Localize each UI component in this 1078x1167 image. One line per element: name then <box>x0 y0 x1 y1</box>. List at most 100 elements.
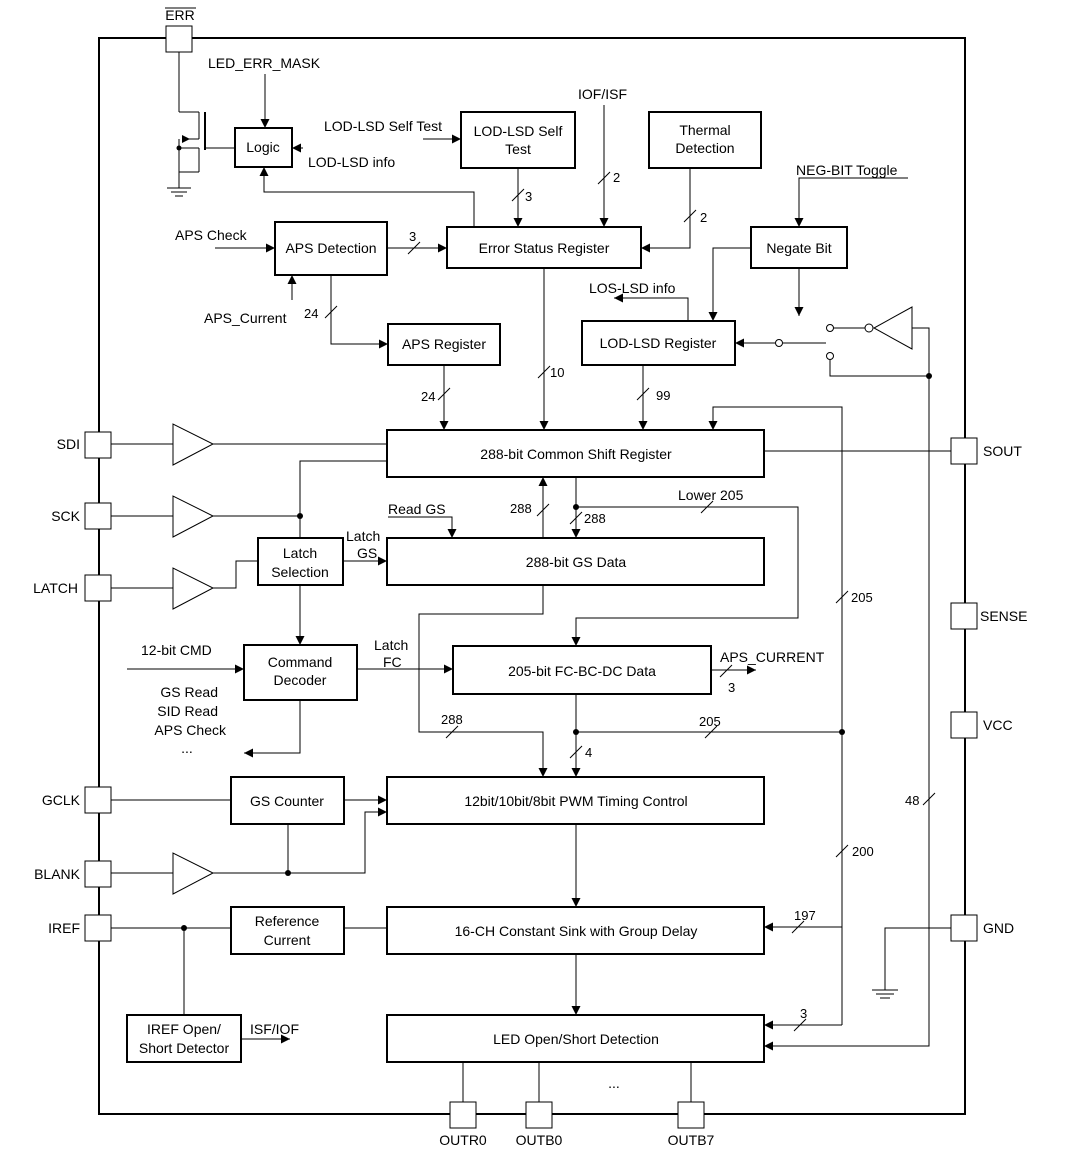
latch-gs-label-2: GS <box>357 545 377 561</box>
bus-width-esr-out: 10 <box>550 365 564 380</box>
svg-text:12bit/10bit/8bit PWM Timing Co: 12bit/10bit/8bit PWM Timing Control <box>464 793 687 809</box>
pin-sck: SCK <box>51 502 112 530</box>
pin-sck-label: SCK <box>51 508 80 524</box>
bus-width-205-right: 205 <box>851 590 873 605</box>
lower-205-label: Lower 205 <box>678 487 744 503</box>
svg-text:LED Open/Short Detection: LED Open/Short Detection <box>493 1031 659 1047</box>
pin-vcc: VCC <box>950 711 1013 739</box>
block-logic: Logic <box>234 127 293 168</box>
isf-iof-label: ISF/IOF <box>250 1021 299 1037</box>
svg-text:Current: Current <box>264 932 311 948</box>
sck-buffer-icon <box>172 495 215 538</box>
block-gs-data: 288-bit GS Data <box>386 537 765 586</box>
bus-width-aps-current-out: 3 <box>728 680 735 695</box>
pin-blank: BLANK <box>34 860 112 888</box>
svg-text:APS Register: APS Register <box>402 336 486 352</box>
svg-text:APS Detection: APS Detection <box>285 240 376 256</box>
latch-gs-label-1: Latch <box>346 528 380 544</box>
svg-text:LOD-LSD Self: LOD-LSD Self <box>474 123 563 139</box>
svg-text:Latch: Latch <box>283 545 317 561</box>
bus-width-selftest: 3 <box>525 189 532 204</box>
iof-isf-label: IOF/ISF <box>578 86 627 102</box>
pin-vcc-label: VCC <box>983 717 1013 733</box>
block-iref-detector: IREF Open/ Short Detector <box>126 1014 242 1063</box>
pin-sdi: SDI <box>57 431 112 459</box>
block-latch-selection: Latch Selection <box>257 537 344 586</box>
pin-sout-label: SOUT <box>983 443 1022 459</box>
block-lodlsd-selftest: LOD-LSD Self Test <box>460 111 576 169</box>
block-shift-register: 288-bit Common Shift Register <box>386 429 765 478</box>
svg-text:Reference: Reference <box>255 913 320 929</box>
pin-sense: SENSE <box>950 602 1027 630</box>
pin-err: ERR <box>165 7 196 53</box>
latch-buffer-icon <box>172 567 215 610</box>
bus-width-gs-up: 288 <box>510 501 532 516</box>
bus-width-thermal: 2 <box>700 210 707 225</box>
block-aps-register: APS Register <box>387 323 501 366</box>
blank-buffer-icon <box>172 852 215 895</box>
svg-text:288-bit Common Shift Register: 288-bit Common Shift Register <box>480 446 672 462</box>
svg-text:IREF Open/: IREF Open/ <box>147 1021 221 1037</box>
sdi-buffer-icon <box>172 423 215 466</box>
pin-sdi-label: SDI <box>57 436 80 452</box>
bus-width-gs-down: 288 <box>584 511 606 526</box>
pin-latch-label: LATCH <box>33 580 78 596</box>
pin-outr0: OUTR0 <box>439 1101 487 1148</box>
svg-text:Short Detector: Short Detector <box>139 1040 230 1056</box>
latch-fc-label-1: Latch <box>374 637 408 653</box>
svg-text:Decoder: Decoder <box>274 672 327 688</box>
svg-text:LOD-LSD Register: LOD-LSD Register <box>600 335 717 351</box>
read-gs-label: Read GS <box>388 501 446 517</box>
pin-blank-label: BLANK <box>34 866 81 882</box>
bus-width-labels: 3 2 2 3 24 10 24 99 288 288 205 3 288 20… <box>304 170 919 1021</box>
pin-gnd: GND <box>950 914 1014 942</box>
pin-iref-label: IREF <box>48 920 80 936</box>
bus-width-led-det: 3 <box>800 1006 807 1021</box>
svg-text:Negate Bit: Negate Bit <box>766 240 831 256</box>
aps-check-label: APS Check <box>175 227 248 243</box>
block-negate-bit: Negate Bit <box>750 226 848 269</box>
svg-text:205-bit FC-BC-DC Data: 205-bit FC-BC-DC Data <box>508 663 656 679</box>
bus-width-48: 48 <box>905 793 919 808</box>
pin-err-label: ERR <box>165 7 195 23</box>
block-pwm-timing-control: 12bit/10bit/8bit PWM Timing Control <box>386 776 765 825</box>
pin-outb7: OUTB7 <box>668 1101 715 1148</box>
svg-text:Command: Command <box>268 654 333 670</box>
bus-width-fc-right: 205 <box>699 714 721 729</box>
pin-sense-label: SENSE <box>980 608 1027 624</box>
block-gs-counter: GS Counter <box>230 776 345 825</box>
cmd-12bit-label: 12-bit CMD <box>141 642 212 658</box>
neg-bit-toggle-label: NEG-BIT Toggle <box>796 162 898 178</box>
block-fc-bc-dc-data: 205-bit FC-BC-DC Data <box>452 645 712 695</box>
pin-sout: SOUT <box>950 437 1022 465</box>
led-err-mask-label: LED_ERR_MASK <box>208 55 321 71</box>
svg-text:Test: Test <box>505 141 531 157</box>
svg-text:Logic: Logic <box>246 139 279 155</box>
pin-outr0-label: OUTR0 <box>439 1132 487 1148</box>
pin-outb7-label: OUTB7 <box>668 1132 715 1148</box>
svg-text:Detection: Detection <box>675 140 734 156</box>
lodlsd-info-label: LOD-LSD info <box>308 154 395 170</box>
block-led-detection: LED Open/Short Detection <box>386 1014 765 1063</box>
bus-width-iof-isf: 2 <box>613 170 620 185</box>
bus-width-gs-to-pwm: 288 <box>441 712 463 727</box>
bus-width-fc-to-pwm: 4 <box>585 745 592 760</box>
outputs-ellipsis: ... <box>608 1075 620 1091</box>
pin-iref: IREF <box>48 914 112 942</box>
svg-text:16-CH Constant Sink with Group: 16-CH Constant Sink with Group Delay <box>455 923 698 939</box>
svg-text:GS Counter: GS Counter <box>250 793 324 809</box>
pin-gnd-label: GND <box>983 920 1014 936</box>
svg-text:Selection: Selection <box>271 564 329 580</box>
bus-width-aps-current: 24 <box>304 306 318 321</box>
signal-labels: LED_ERR_MASK LOD-LSD Self Test LOD-LSD i… <box>141 55 898 1091</box>
svg-text:Error Status Register: Error Status Register <box>479 240 610 256</box>
block-error-status-register: Error Status Register <box>446 226 642 269</box>
bus-width-200: 200 <box>852 844 874 859</box>
block-aps-detection: APS Detection <box>274 221 388 276</box>
svg-text:288-bit GS Data: 288-bit GS Data <box>526 554 627 570</box>
pin-outb0: OUTB0 <box>516 1101 563 1148</box>
block-reference-current: Reference Current <box>230 906 345 955</box>
block-command-decoder: Command Decoder <box>243 644 358 701</box>
block-thermal-detection: Thermal Detection <box>648 111 762 169</box>
decoder-output-aps-check: APS Check <box>154 722 227 738</box>
